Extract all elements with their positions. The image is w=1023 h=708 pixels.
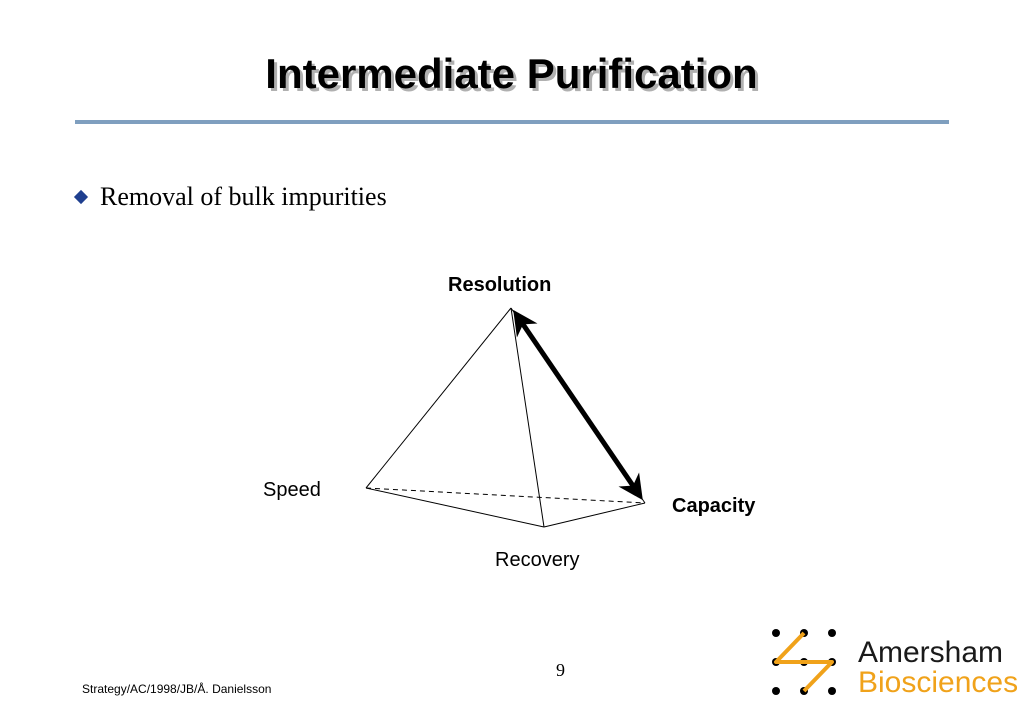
amersham-logo-icon	[772, 629, 836, 695]
edge-recovery-capacity	[543, 502, 646, 528]
edge-speed-capacity-hidden	[365, 487, 646, 504]
slide-title: Intermediate Purification	[265, 50, 758, 97]
double-arrow-resolution-capacity	[513, 309, 643, 501]
label-capacity: Capacity	[672, 495, 756, 517]
edge-speed-recovery	[365, 487, 545, 528]
label-recovery: Recovery	[495, 549, 580, 571]
label-speed: Speed	[263, 479, 321, 501]
label-resolution: Resolution	[448, 274, 552, 296]
logo-line-1: Amersham	[858, 636, 1004, 669]
bullet-text: Removal of bulk impurities	[100, 182, 387, 211]
title-underline	[75, 120, 949, 124]
bullet-item: Removal of bulk impurities	[72, 180, 387, 214]
logo-line-2: Biosciences	[858, 666, 1019, 699]
edge-resolution-recovery	[510, 307, 545, 528]
footer-credit: Strategy/AC/1998/JB/Å. Danielsson	[82, 682, 272, 696]
edge-resolution-speed	[365, 307, 512, 489]
page-number: 9	[556, 660, 565, 680]
logo-wordmark: Amersham Biosciences	[858, 638, 1018, 698]
